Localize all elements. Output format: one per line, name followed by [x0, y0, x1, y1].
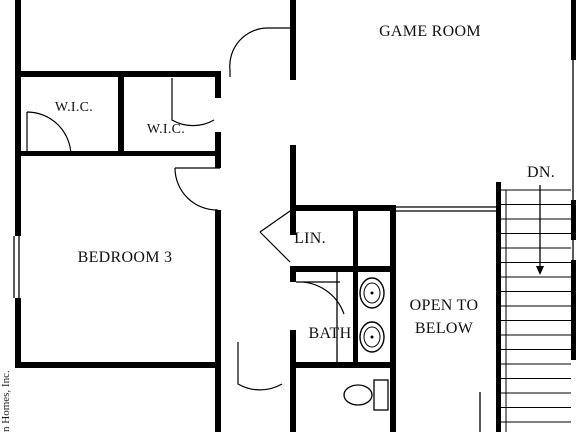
wall-right-closet-side-lower: [215, 132, 221, 156]
walls: [15, 0, 576, 432]
wall-right-edge-upper: [571, 0, 576, 60]
wall-closets-bottom: [21, 151, 123, 156]
door-wic-left: [26, 111, 72, 157]
staircase: [501, 189, 571, 432]
wall-left-exterior: [15, 0, 21, 236]
door-bedroom-3: [174, 167, 220, 211]
fixtures: [343, 277, 389, 411]
wall-bath-right: [390, 205, 396, 432]
label-open-to-below-1: OPEN TO: [410, 297, 479, 314]
wall-right-edge-lower: [571, 200, 576, 240]
wall-closet-divider: [118, 71, 124, 156]
label-wic-right: W.I.C.: [147, 122, 185, 137]
door-bath: [295, 281, 345, 315]
room-labels: GAME ROOM W.I.C. W.I.C. BEDROOM 3 LIN. B…: [55, 23, 555, 342]
sink-upper: [359, 277, 385, 309]
wall-stair-left: [496, 182, 501, 432]
wall-linen-divider: [353, 205, 358, 267]
label-bedroom-3: BEDROOM 3: [78, 249, 173, 266]
wall-gameroom-left-top: [290, 0, 296, 80]
wall-right-closet-side: [215, 71, 221, 98]
door-hall-upper: [229, 27, 290, 77]
wall-right-edge-bottom: [571, 260, 576, 360]
label-bath: BATH: [309, 325, 352, 342]
wall-bedroom-bottom-stub: [215, 333, 221, 368]
label-wic-left: W.I.C.: [55, 100, 93, 115]
door-linen: [259, 210, 291, 263]
label-open-to-below-2: BELOW: [415, 320, 474, 337]
stairs-arrow-head: [536, 266, 544, 275]
wall-left-exterior-lower: [15, 298, 21, 368]
wall-linen-top: [290, 205, 396, 211]
wall-gameroom-left: [290, 145, 296, 235]
sink-lower: [359, 321, 385, 353]
wall-bedroom-bottom: [15, 362, 221, 368]
stairs-arrow: [536, 185, 544, 275]
label-linen: LIN.: [294, 230, 326, 247]
wall-vanity: [353, 266, 358, 362]
door-wic-right: [171, 78, 215, 127]
wall-lower-right: [290, 368, 296, 432]
thin-lines: [13, 60, 574, 432]
wall-bedroom-right: [215, 210, 221, 333]
doors: [26, 27, 345, 391]
label-stairs-down: DN.: [527, 164, 555, 181]
wall-bath-left: [290, 272, 296, 282]
door-hall-lower: [237, 342, 283, 391]
wall-bath-bottom: [296, 362, 396, 368]
wall-linen-bottom: [290, 266, 396, 272]
wall-right-closet-bottom: [118, 151, 221, 156]
wall-bedroom-right-upper: [215, 156, 221, 168]
copyright-credit: n Homes, Inc.: [0, 370, 12, 432]
label-game-room: GAME ROOM: [379, 23, 481, 40]
wall-bath-left-lower: [290, 330, 296, 368]
wall-lower-left: [215, 368, 221, 432]
toilet: [343, 379, 389, 411]
